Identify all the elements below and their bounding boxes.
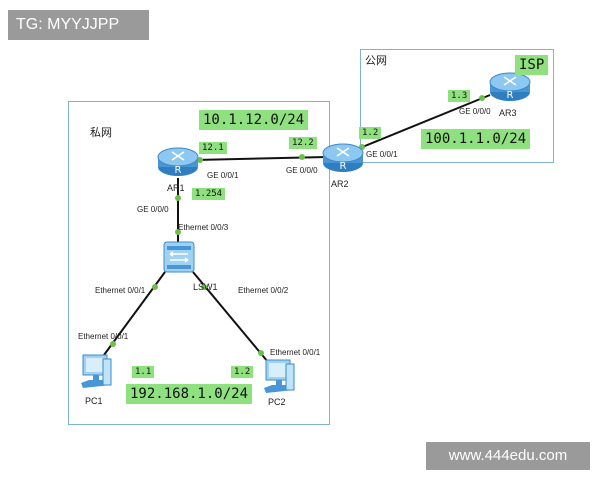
port-ar2-ge001: GE 0/0/1	[366, 150, 398, 159]
public-zone	[360, 49, 554, 163]
network-label-isp-net: 100.1.1.0/24	[421, 129, 531, 149]
private-zone	[68, 101, 330, 425]
link-dot-ar1-ge001	[197, 157, 203, 163]
network-label-isp: ISP	[515, 55, 549, 75]
watermark-bottom-right: www.444edu.com	[426, 442, 590, 470]
port-ar2-ge000: GE 0/0/0	[286, 166, 318, 175]
link-dot-ar2-ge000	[299, 154, 305, 160]
link-ar2-ar3	[354, 94, 491, 151]
router-ar1-icon[interactable]: R	[156, 143, 200, 179]
port-ar1-ge001: GE 0/0/1	[207, 171, 239, 180]
pc1-icon[interactable]	[79, 353, 113, 391]
pc2-label: PC2	[268, 397, 286, 407]
pc2-icon[interactable]	[262, 358, 296, 396]
ip-pc1: 1.1	[132, 366, 155, 378]
svg-text:R: R	[175, 165, 182, 176]
private-zone-label: 私网	[90, 127, 112, 139]
link-dot-lsw-e002	[201, 284, 207, 290]
link-ar1-ar2	[194, 156, 328, 161]
network-label-wan12: 10.1.12.0/24	[199, 110, 309, 130]
router-ar2-icon[interactable]: R	[321, 139, 365, 175]
pc1-label: PC1	[85, 396, 103, 406]
svg-text:R: R	[507, 90, 514, 101]
ip-ar1-ge000: 1.254	[192, 188, 226, 200]
ar1-label: AR1	[167, 183, 185, 193]
link-dot-lsw-e003	[175, 229, 181, 235]
ip-ar1-ge001: 12.1	[199, 142, 227, 154]
ar2-label: AR2	[331, 179, 349, 189]
port-pc2-e001: Ethernet 0/0/1	[270, 348, 321, 357]
port-lsw-e003: Ethernet 0/0/3	[178, 223, 229, 232]
switch-lsw1-icon[interactable]	[163, 240, 195, 274]
port-ar1-ge000: GE 0/0/0	[137, 205, 169, 214]
link-dot-pc2-e001	[258, 350, 264, 356]
ip-ar2-ge001: 1.2	[359, 127, 382, 139]
link-dot-pc1-e001	[110, 341, 116, 347]
network-label-lan: 192.168.1.0/24	[126, 384, 253, 404]
ar3-label: AR3	[499, 108, 517, 118]
lsw1-label: LSW1	[193, 282, 218, 292]
watermark-top-left: TG: MYYJJPP	[8, 10, 149, 40]
port-pc1-e001: Ethernet 0/0/1	[78, 332, 129, 341]
ip-pc2: 1.2	[231, 366, 254, 378]
public-zone-label: 公网	[365, 55, 387, 67]
link-dot-ar1-ge000	[175, 195, 181, 201]
ip-ar2-ge000: 12.2	[289, 137, 317, 149]
router-ar3-icon[interactable]: R	[488, 68, 532, 104]
ip-ar3-ge000: 1.3	[448, 90, 471, 102]
port-lsw-e001: Ethernet 0/0/1	[95, 286, 146, 295]
port-ar3-ge000: GE 0/0/0	[459, 107, 491, 116]
link-dot-lsw-e001	[152, 284, 158, 290]
port-lsw-e002: Ethernet 0/0/2	[238, 286, 289, 295]
link-dot-ar3-ge000	[479, 95, 485, 101]
svg-text:R: R	[340, 161, 347, 172]
